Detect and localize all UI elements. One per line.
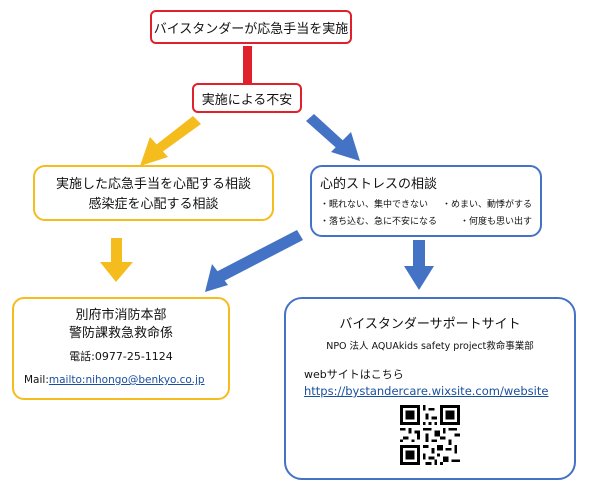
web-label: webサイトはこちら bbox=[304, 368, 404, 381]
title-box: バイスタンダーが応急手当を実施 bbox=[150, 10, 352, 44]
anxiety-box: 実施による不安 bbox=[192, 83, 302, 113]
right-consult-box: 心的ストレスの相談 ・眠れない、集中できない ・めまい、動悸がする ・落ち込む、… bbox=[310, 165, 542, 237]
stress-item: ・何度も思い出す bbox=[459, 217, 532, 227]
arrow-to-left-consult bbox=[140, 116, 201, 166]
support-site-org: NPO 法人 AQUAkids safety project救命事業部 bbox=[326, 341, 534, 352]
fire-dept-name1: 別府市消防本部 bbox=[75, 308, 167, 323]
stress-item: ・めまい、動悸がする bbox=[441, 200, 532, 210]
fire-dept-phone: 電話:0977-25-1124 bbox=[69, 350, 173, 363]
arrow-to-fire-dept bbox=[100, 238, 133, 282]
left-consult-line2: 感染症を心配する相談 bbox=[88, 197, 219, 212]
stress-item: ・落ち込む、急に不安になる bbox=[320, 217, 438, 227]
arrow-to-right-consult bbox=[306, 114, 360, 161]
fire-dept-box: 別府市消防本部 警防課救急救命係 電話:0977-25-1124 Mail:ma… bbox=[12, 297, 230, 400]
right-consult-title: 心的ストレスの相談 bbox=[320, 177, 438, 192]
left-consult-box: 実施した応急手当を心配する相談 感染症を心配する相談 bbox=[33, 165, 274, 221]
stress-item: ・眠れない、集中できない bbox=[320, 200, 429, 210]
mail-link[interactable]: mailto:nihongo@benkyo.co.jp bbox=[48, 374, 205, 386]
fire-dept-mail: Mail:mailto:nihongo@benkyo.co.jp bbox=[14, 374, 228, 386]
title-text: バイスタンダーが応急手当を実施 bbox=[153, 21, 349, 37]
left-consult-line1: 実施した応急手当を心配する相談 bbox=[55, 177, 251, 192]
anxiety-text: 実施による不安 bbox=[201, 92, 293, 108]
support-site-url[interactable]: https://bystandercare.wixsite.com/websit… bbox=[304, 384, 549, 398]
arrow-consult-to-fire-dept bbox=[205, 230, 303, 292]
arrow-to-support-site bbox=[404, 240, 434, 290]
red-connector bbox=[243, 46, 252, 84]
qr-code-icon[interactable] bbox=[400, 405, 460, 465]
mail-label: Mail: bbox=[24, 374, 49, 386]
fire-dept-name2: 警防課救急救命係 bbox=[68, 326, 173, 341]
support-site-title: バイスタンダーサポートサイト bbox=[339, 317, 521, 332]
